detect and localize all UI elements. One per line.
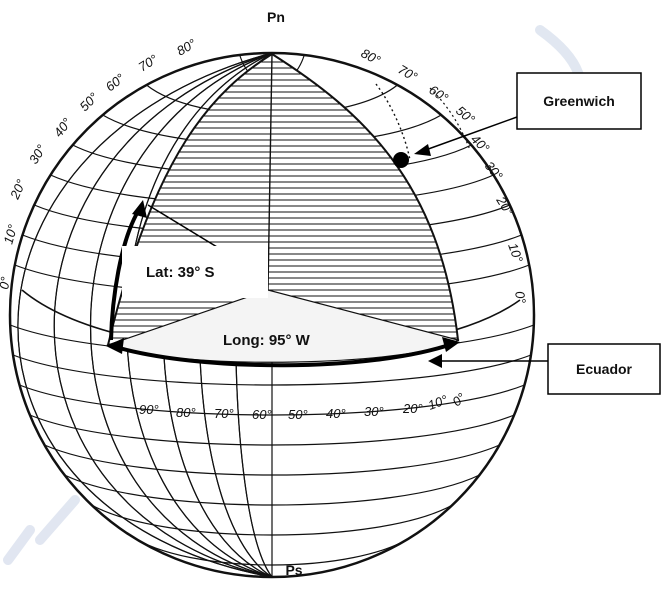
- longitude-arrow-right: [442, 337, 460, 352]
- greenwich-pointer: [419, 116, 518, 153]
- latitude-scale-left-tick-label: 20°: [7, 177, 29, 202]
- ecuador-callout-label: Ecuador: [576, 361, 633, 377]
- longitude-scale: 90°80°70°60°50°40°30°20°10°0°: [139, 390, 468, 422]
- longitude-scale-tick-label: 90°: [139, 402, 159, 417]
- parallel-line: [44, 444, 500, 476]
- latitude-arc: [109, 206, 142, 341]
- latitude-scale-right-tick-label: 70°: [396, 62, 421, 85]
- meridian-line: [17, 52, 273, 578]
- longitude-scale-tick-label: 80°: [176, 405, 196, 420]
- parallel-line: [19, 384, 525, 416]
- latitude-pointer: [147, 204, 223, 251]
- latitude-label: Lat: 39° S: [146, 264, 215, 281]
- parallel-line: [91, 504, 453, 536]
- latitude-scale-left-tick-label: 40°: [51, 115, 75, 140]
- longitude-scale-tick-label: 60°: [252, 407, 272, 422]
- north-pole-label: Pn: [267, 9, 285, 25]
- longitude-arrow-left: [106, 338, 124, 354]
- latitude-scale-right-tick-label: 0°: [512, 290, 529, 305]
- greenwich-dotted-meridian: [375, 83, 411, 161]
- greenwich-dotted-extra: [429, 87, 471, 151]
- parallel-line: [29, 414, 515, 446]
- latitude-scale-right-tick-label: 80°: [359, 45, 383, 67]
- latitude-scale-left-tick-label: 60°: [103, 70, 128, 94]
- latitude-arrow: [132, 200, 147, 218]
- longitude-scale-tick-label: 50°: [288, 407, 308, 422]
- south-pole-label: Ps: [285, 562, 302, 578]
- parallel-line: [64, 474, 480, 506]
- parallel-line: [129, 534, 415, 566]
- longitude-arc: [111, 342, 453, 368]
- latitude-scale-left-tick-label: 70°: [136, 51, 161, 74]
- longitude-scale-tick-label: 30°: [364, 404, 384, 419]
- latitude-scale-right-tick-label: 10°: [505, 241, 526, 265]
- longitude-scale-tick-label: 20°: [402, 401, 423, 416]
- ecuador-pointer-arrow: [428, 354, 442, 368]
- longitude-scale-tick-label: 10°: [426, 392, 450, 413]
- greenwich-pointer-arrow: [414, 144, 431, 156]
- latitude-label-box: [122, 246, 268, 298]
- latitude-scale-left-tick-label: 10°: [0, 223, 20, 246]
- longitude-label: Long: 95° W: [223, 332, 311, 349]
- longitude-scale-tick-label: 40°: [326, 406, 346, 421]
- greenwich-callout-label: Greenwich: [543, 93, 615, 109]
- latitude-scale-right-tick-label: 60°: [426, 82, 451, 105]
- latitude-scale-left-tick-label: 30°: [26, 142, 49, 167]
- parallel-line: [12, 354, 532, 386]
- meridian-line: [53, 52, 273, 578]
- latitude-scale-left-tick-label: 0°: [0, 276, 13, 291]
- greenwich-callout-box: [516, 72, 642, 130]
- latitude-scale-left-tick-label: 50°: [77, 90, 102, 115]
- latitude-scale-right-tick-label: 50°: [453, 103, 478, 127]
- latitude-scale-left-tick-label: 80°: [174, 36, 199, 59]
- ecuador-callout-box: [547, 343, 661, 395]
- greenwich-marker: [393, 152, 409, 168]
- longitude-scale-tick-label: 70°: [214, 406, 234, 421]
